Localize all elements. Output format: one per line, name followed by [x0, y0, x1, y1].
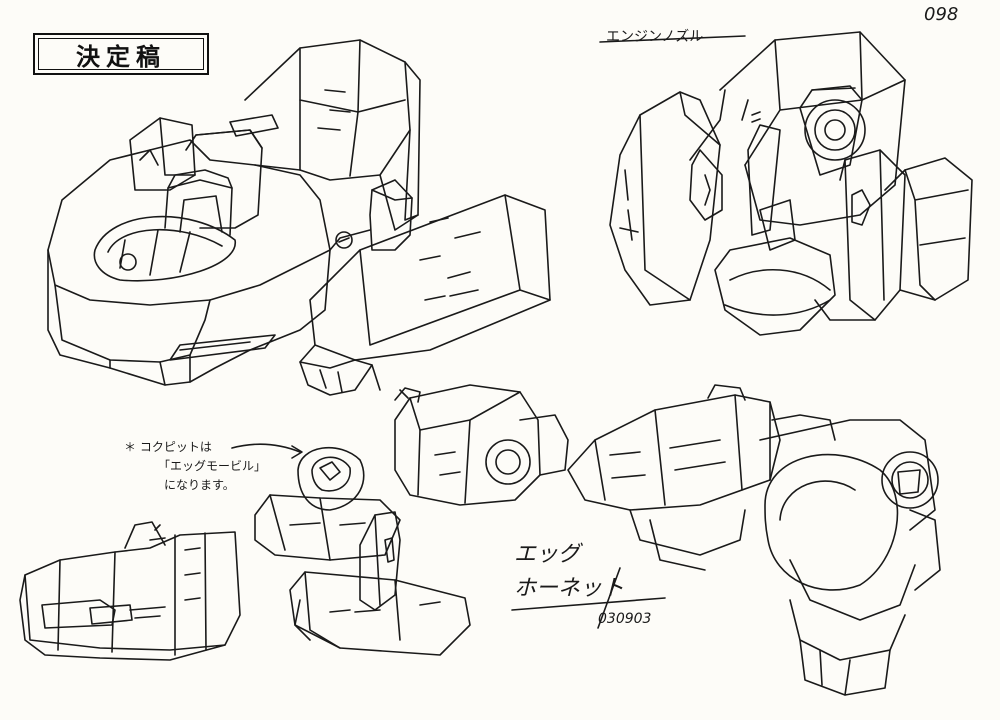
- vehicle-view-rear-low: [567, 384, 941, 696]
- approval-stamp: 決定稿: [33, 33, 209, 75]
- cockpit-note-line-2: 「エッグモービル」: [158, 459, 267, 473]
- vehicle-name-line-1: エッグ: [514, 542, 581, 567]
- vehicle-name-line-2: ホーネット: [514, 576, 625, 601]
- vehicle-view-low-angle: [254, 384, 569, 656]
- engine-nozzle-callout: エンジンノズル: [606, 29, 704, 45]
- sheet-date: 030903: [598, 611, 652, 627]
- cockpit-note-line-3: になります。: [164, 478, 235, 492]
- vehicle-view-rear-engine: [599, 31, 973, 336]
- vehicle-view-front-three-quarter: [47, 39, 551, 396]
- page-number: 098: [924, 4, 959, 25]
- cockpit-note-line-1: ＊ コクピットは: [124, 440, 212, 454]
- vehicle-view-side: [19, 521, 241, 661]
- approval-stamp-text: 決定稿: [38, 38, 204, 71]
- annotation-strokes: [231, 99, 761, 629]
